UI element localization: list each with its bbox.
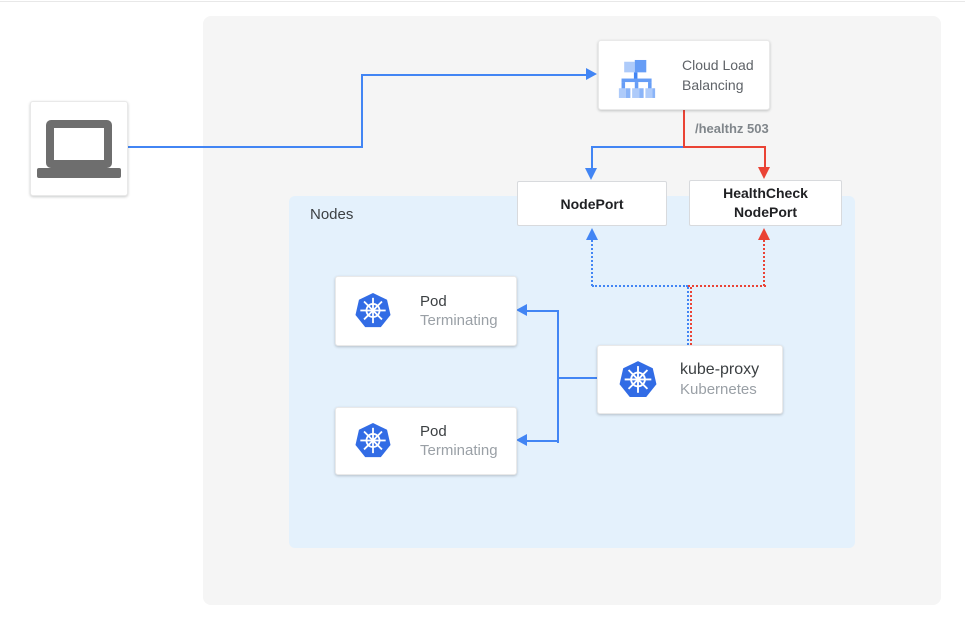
line-clb-down-red bbox=[683, 110, 685, 148]
dotted-arrowhead-into-healthcheck bbox=[758, 228, 770, 240]
kubernetes-icon bbox=[355, 293, 391, 328]
arrowhead-into-healthcheck bbox=[758, 167, 770, 179]
top-divider bbox=[0, 1, 965, 2]
kube-proxy-title: kube-proxy bbox=[680, 361, 760, 378]
pod-box-1: Pod Terminating bbox=[335, 276, 517, 346]
pod1-status: Terminating bbox=[420, 312, 498, 329]
line-to-pod1 bbox=[526, 310, 559, 312]
healthcheck-label-line2: NodePort bbox=[734, 204, 797, 220]
dotted-blue-horizontal bbox=[592, 285, 688, 287]
healthcheck-nodeport-box: HealthCheck NodePort bbox=[689, 180, 842, 226]
line-to-healthcheck-red bbox=[764, 146, 766, 168]
arrow-client-to-clb-seg1 bbox=[128, 146, 363, 148]
client-box bbox=[30, 101, 128, 196]
kubernetes-icon bbox=[355, 423, 391, 458]
arrow-client-to-clb-seg2 bbox=[361, 75, 363, 148]
healthz-label: /healthz 503 bbox=[695, 121, 769, 136]
dotted-dual-red-stem bbox=[690, 287, 692, 345]
dotted-red-horizontal bbox=[688, 285, 766, 287]
arrowhead-into-pod1 bbox=[516, 304, 527, 316]
line-split-right-red bbox=[683, 146, 766, 148]
arrowhead-into-nodeport bbox=[585, 168, 597, 180]
dotted-arrowhead-into-nodeport bbox=[586, 228, 598, 240]
line-kubeproxy-out bbox=[557, 377, 597, 379]
arrowhead-into-pod2 bbox=[516, 434, 527, 446]
arrow-client-to-clb-seg3 bbox=[361, 74, 587, 76]
clb-label: Cloud Load Balancing bbox=[682, 57, 754, 93]
pod-box-2: Pod Terminating bbox=[335, 407, 517, 475]
arrowhead-into-clb bbox=[586, 68, 597, 80]
load-balancer-icon bbox=[618, 59, 656, 98]
line-split-left-blue bbox=[592, 146, 685, 148]
nodeport-label: NodePort bbox=[560, 195, 624, 212]
line-to-pod2 bbox=[526, 440, 559, 442]
pod2-status: Terminating bbox=[420, 442, 498, 459]
pod2-title: Pod bbox=[420, 423, 447, 440]
kube-proxy-subtitle: Kubernetes bbox=[680, 381, 757, 398]
kubernetes-icon bbox=[619, 360, 657, 397]
line-to-nodeport-blue bbox=[591, 146, 593, 170]
dotted-red-vertical bbox=[763, 240, 765, 286]
pod1-title: Pod bbox=[420, 293, 447, 310]
laptop-icon bbox=[37, 119, 121, 178]
nodes-group-label: Nodes bbox=[310, 206, 354, 223]
dotted-blue-vertical bbox=[591, 240, 593, 286]
dotted-dual-blue-stem bbox=[687, 287, 689, 345]
line-pods-vertical bbox=[557, 310, 559, 443]
cloud-load-balancing-box: Cloud Load Balancing bbox=[598, 40, 770, 110]
nodeport-box: NodePort bbox=[517, 181, 667, 226]
healthcheck-label-line1: HealthCheck bbox=[723, 185, 808, 201]
kube-proxy-box: kube-proxy Kubernetes bbox=[597, 345, 783, 414]
